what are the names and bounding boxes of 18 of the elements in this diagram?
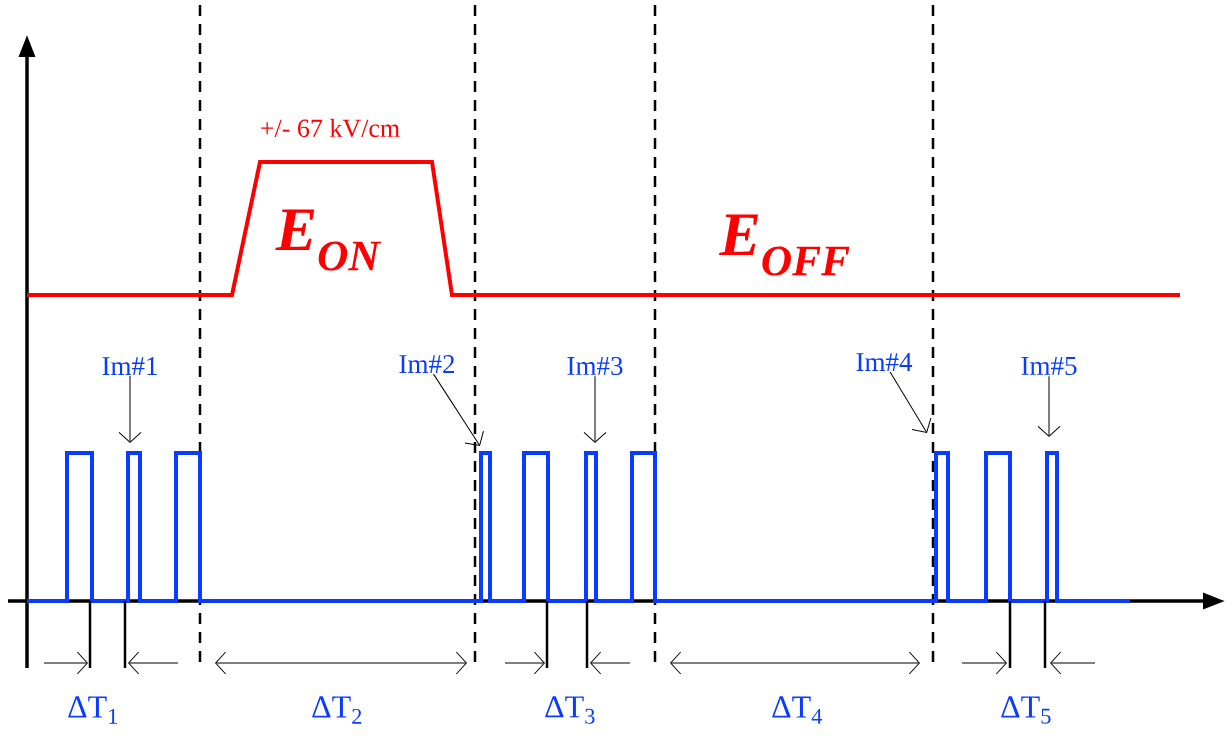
leader-arrow (583, 375, 607, 443)
leader-arrow (889, 371, 932, 433)
field-label: E$_{ON}$ (275, 209, 382, 271)
leader-arrow (433, 373, 484, 446)
image-label: Im#1 (102, 357, 157, 375)
interval-label: ΔT$_{4}$ (772, 696, 823, 724)
field-label: E$_{OFF}$ (719, 214, 850, 276)
interval-label: ΔT$_{3}$ (545, 696, 595, 724)
interval-label: ΔT$_{1}$ (68, 696, 118, 724)
image-label: Im#3 (567, 356, 623, 376)
interval-label: ΔT$_{2}$ (312, 696, 362, 724)
leader-arrow (118, 375, 142, 443)
leader-arrow (1037, 375, 1061, 437)
image-label: Im#5 (1021, 357, 1077, 375)
value-label: +/- 67 kV/cm (261, 118, 400, 138)
interval-label: ΔT$_{5}$ (1001, 696, 1051, 724)
image-label: Im#4 (856, 353, 913, 371)
image-label: Im#2 (399, 355, 454, 373)
